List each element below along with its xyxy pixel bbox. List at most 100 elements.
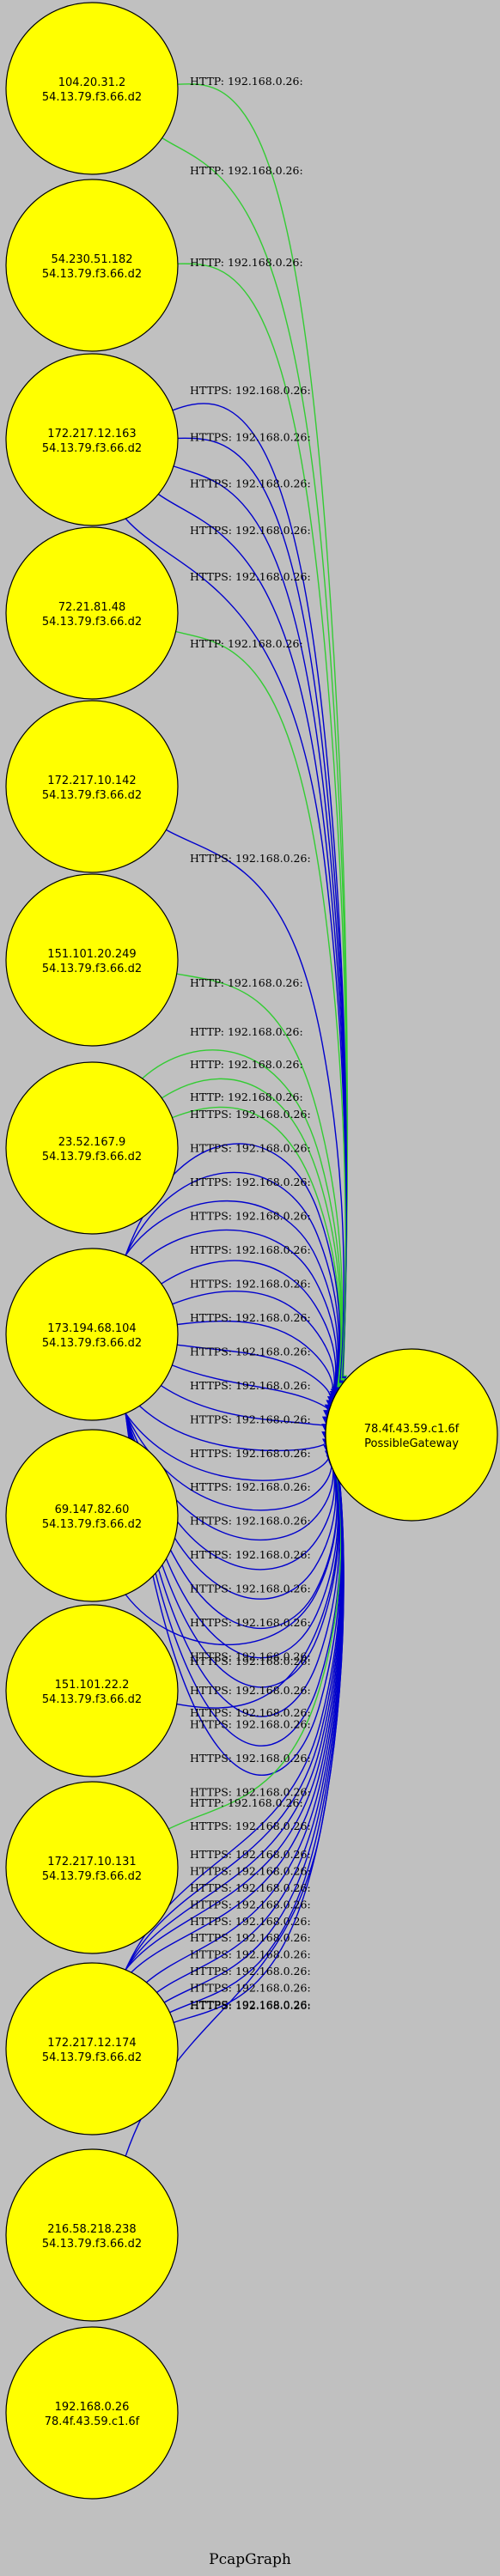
edge-label: HTTPS: 192.168.0.26: xyxy=(190,1999,311,2012)
edge-labels-layer: HTTP: 192.168.0.26:HTTP: 192.168.0.26:HT… xyxy=(190,75,311,2012)
host-node[interactable]: 104.20.31.2 54.13.79.f3.66.d2 xyxy=(5,2,179,175)
node-address: 23.52.167.9 xyxy=(58,1136,126,1149)
edge-label: HTTPS: 192.168.0.26: xyxy=(190,1243,311,1256)
edge-label: HTTPS: 192.168.0.26: xyxy=(190,1931,311,1944)
host-node[interactable]: 216.58.218.238 54.13.79.f3.66.d2 xyxy=(5,2148,179,2322)
edge-label: HTTP: 192.168.0.26: xyxy=(190,75,303,88)
edge-https xyxy=(140,1229,338,1402)
edge-label: HTTPS: 192.168.0.26: xyxy=(190,1655,311,1668)
node-address: 78.4f.43.59.c1.6f xyxy=(364,1423,460,1436)
node-mac: 54.13.79.f3.66.d2 xyxy=(42,2051,142,2064)
node-circle xyxy=(5,1604,179,1777)
node-circle xyxy=(5,700,179,873)
node-mac: 54.13.79.f3.66.d2 xyxy=(42,1693,142,1706)
node-circle xyxy=(325,1348,498,1522)
edge-label: HTTPS: 192.168.0.26: xyxy=(190,1447,311,1460)
edge-https xyxy=(166,829,345,1389)
edge-label: HTTP: 192.168.0.26: xyxy=(190,164,303,177)
node-address: 172.217.12.163 xyxy=(47,428,136,440)
edge-label: HTTPS: 192.168.0.26: xyxy=(190,1650,311,1663)
edge-http xyxy=(162,137,348,1384)
node-address: 192.168.0.26 xyxy=(55,2401,130,2414)
node-address: 216.58.218.238 xyxy=(47,2223,136,2236)
node-address: 104.20.31.2 xyxy=(58,76,126,89)
edge-https xyxy=(172,403,348,1385)
node-mac: 54.13.79.f3.66.d2 xyxy=(42,442,142,455)
node-mac: 54.13.79.f3.66.d2 xyxy=(42,268,142,281)
node-circle xyxy=(5,2148,179,2322)
node-address: 54.230.51.182 xyxy=(51,253,132,266)
node-mac: PossibleGateway xyxy=(364,1437,459,1450)
edge-label: HTTPS: 192.168.0.26: xyxy=(190,1718,311,1731)
edge-label: HTTPS: 192.168.0.26: xyxy=(190,430,311,443)
host-node[interactable]: 151.101.22.254.13.79.f3.66.d2 xyxy=(5,1604,179,1777)
edge-label: HTTP: 192.168.0.26: xyxy=(190,1796,303,1809)
host-node[interactable]: 172.217.12.163 54.13.79.f3.66.d2 xyxy=(5,353,179,526)
edge-https xyxy=(176,1465,339,1709)
node-address: 172.217.12.174 xyxy=(47,2037,136,2050)
edge-label: HTTPS: 192.168.0.26: xyxy=(190,852,311,865)
host-node[interactable]: 72.21.81.48 54.13.79.f3.66.d2 xyxy=(5,526,179,700)
node-circle xyxy=(5,1061,179,1235)
edge-label: HTTPS: 192.168.0.26: xyxy=(190,1786,311,1799)
node-mac: 54.13.79.f3.66.d2 xyxy=(42,1151,142,1163)
edge-https xyxy=(161,1260,337,1405)
node-circle xyxy=(5,2,179,175)
edge-label: HTTPS: 192.168.0.26: xyxy=(190,1752,311,1765)
edge-label: HTTPS: 192.168.0.26: xyxy=(190,1898,311,1911)
node-address: 72.21.81.48 xyxy=(58,601,126,614)
node-mac: 78.4f.43.59.c1.6f xyxy=(45,2415,140,2428)
edge-label: HTTPS: 192.168.0.26: xyxy=(190,384,311,397)
node-mac: 54.13.79.f3.66.d2 xyxy=(42,2238,142,2251)
edge-label: HTTPS: 192.168.0.26: xyxy=(190,1379,311,1392)
node-address: 151.101.22.2 xyxy=(55,1679,130,1692)
edge-label: HTTPS: 192.168.0.26: xyxy=(190,1108,311,1121)
node-circle xyxy=(5,1781,179,1954)
edge-label: HTTPS: 192.168.0.26: xyxy=(190,1209,311,1222)
node-circle xyxy=(5,1248,179,1421)
edge-label: HTTPS: 192.168.0.26: xyxy=(190,1706,311,1719)
edge-label: HTTPS: 192.168.0.26: xyxy=(190,1480,311,1493)
node-mac: 54.13.79.f3.66.d2 xyxy=(42,91,142,104)
nodes-layer: 104.20.31.254.13.79.f3.66.d254.230.51.18… xyxy=(5,2,498,2500)
host-node[interactable]: 23.52.167.9 54.13.79.f3.66.d2 xyxy=(5,1061,179,1235)
edge-label: HTTPS: 192.168.0.26: xyxy=(190,1413,311,1425)
edge-label: HTTPS: 192.168.0.26: xyxy=(190,1820,311,1832)
edge-https xyxy=(125,1461,338,1646)
edge-label: HTTPS: 192.168.0.26: xyxy=(190,1515,311,1528)
edge-label: HTTPS: 192.168.0.26: xyxy=(190,1616,311,1629)
edge-label: HTTP: 192.168.0.26: xyxy=(190,637,303,650)
node-circle xyxy=(5,873,179,1047)
node-circle xyxy=(5,526,179,700)
node-circle xyxy=(5,353,179,526)
node-mac: 54.13.79.f3.66.d2 xyxy=(42,1870,142,1883)
edge-label: HTTPS: 192.168.0.26: xyxy=(190,1881,311,1894)
edge-label: HTTPS: 192.168.0.26: xyxy=(190,1345,311,1358)
edge-label: HTTPS: 192.168.0.26: xyxy=(190,1848,311,1861)
node-mac: 54.13.79.f3.66.d2 xyxy=(42,1337,142,1350)
edge-https xyxy=(125,1171,340,1398)
host-node[interactable]: 54.230.51.182 54.13.79.f3.66.d2 xyxy=(5,179,179,352)
edge-label: HTTPS: 192.168.0.26: xyxy=(190,1982,311,1995)
edge-label: HTTPS: 192.168.0.26: xyxy=(190,570,311,583)
node-mac: 54.13.79.f3.66.d2 xyxy=(42,616,142,629)
node-address: 172.217.10.131 xyxy=(47,1856,136,1868)
node-address: 172.217.10.142 xyxy=(47,775,136,787)
host-node[interactable]: 172.217.10.131 54.13.79.f3.66.d2 xyxy=(5,1781,179,1954)
edge-label: HTTPS: 192.168.0.26: xyxy=(190,1277,311,1290)
edge-label: HTTP: 192.168.0.26: xyxy=(190,1058,303,1071)
edge-label: HTTPS: 192.168.0.26: xyxy=(190,1915,311,1928)
edge-label: HTTPS: 192.168.0.26: xyxy=(190,1948,311,1961)
edge-https xyxy=(125,1473,345,2157)
edge-label: HTTPS: 192.168.0.26: xyxy=(190,1684,311,1697)
node-mac: 54.13.79.f3.66.d2 xyxy=(42,1518,142,1531)
node-mac: 54.13.79.f3.66.d2 xyxy=(42,963,142,975)
node-circle xyxy=(5,1962,179,2136)
